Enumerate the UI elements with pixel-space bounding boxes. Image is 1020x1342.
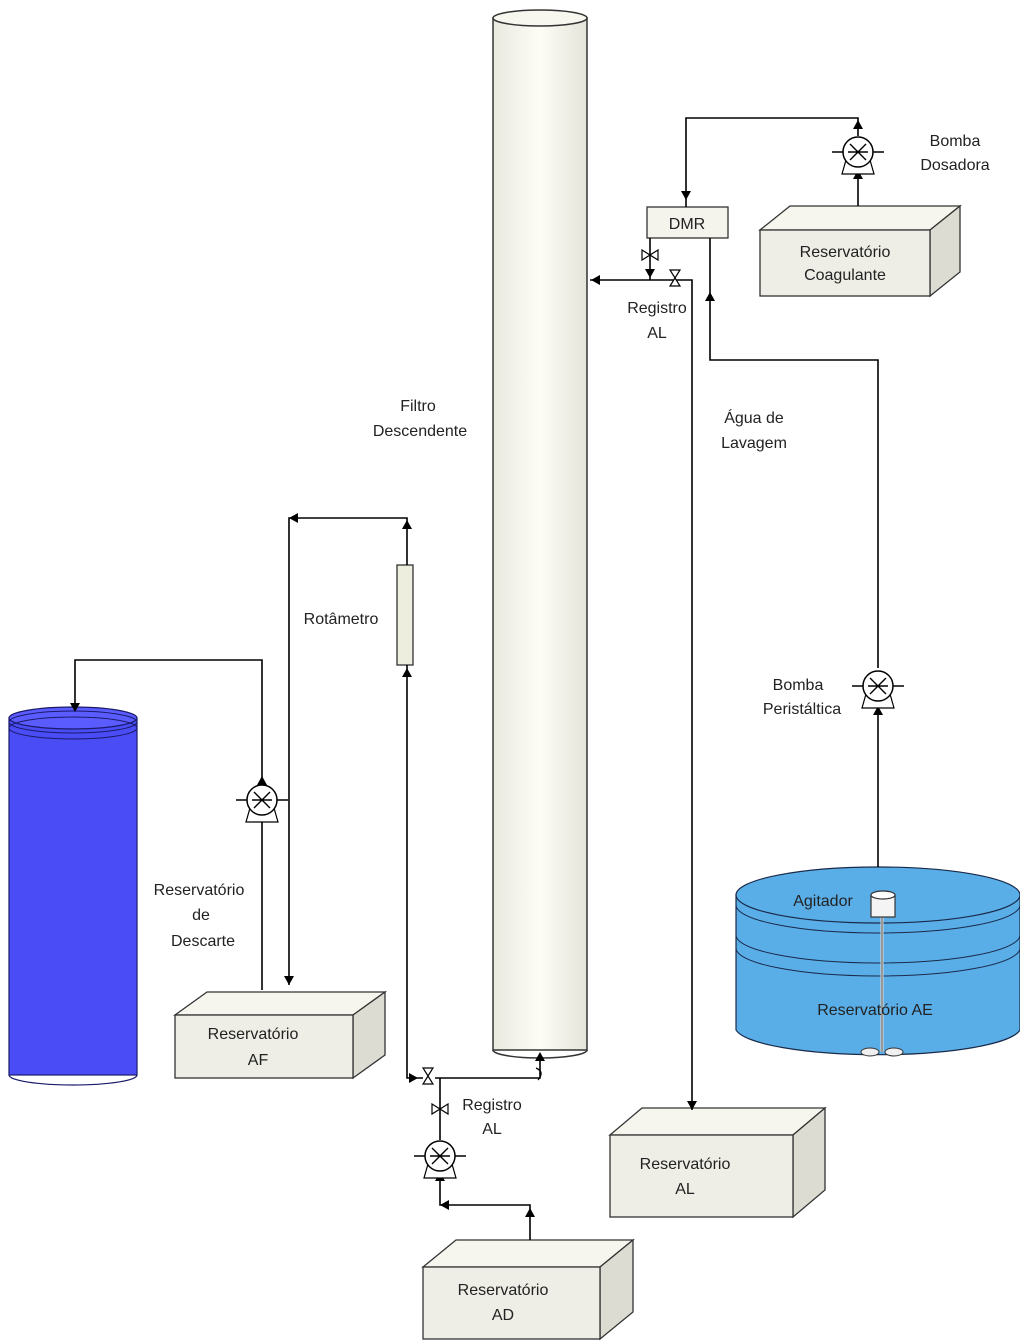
res-descarte-label-2: de [192,907,210,924]
bomba-peristaltica-label-2: Peristáltica [763,701,841,718]
filtro-label-2: Descendente [373,423,467,440]
bomba-dosadora-label-2: Dosadora [920,157,989,174]
res-al-label-1: Reservatório [640,1156,731,1173]
reservatorio-ad-box [421,1238,635,1341]
filtro-label-1: Filtro [400,398,436,415]
res-ae-label: Reservatório AE [817,1002,933,1019]
bomba-peristaltica-label-1: Bomba [773,677,824,694]
reservatorio-al-box [608,1106,827,1219]
pump-peristaltica [852,670,904,709]
res-ad-label-2: AD [492,1307,514,1324]
dmr-box [646,206,729,239]
reservatorio-coagulante-box [758,204,962,298]
registro-bottom-label-2: AL [482,1121,502,1138]
pump-discard [236,784,288,823]
discard-tank [8,706,138,1086]
valve-top-right [668,269,682,287]
pump-ad [414,1140,466,1179]
agitator [860,890,904,1057]
valve-bottom-right [431,1102,449,1116]
agua-lavagem-label-2: Lavagem [721,435,787,452]
res-coagulante-label-2: Coagulante [804,267,886,284]
registro-top-label-2: AL [647,325,667,342]
res-descarte-label-3: Descarte [171,933,235,950]
rotametro-label: Rotâmetro [304,611,379,628]
registro-top-label-1: Registro [627,300,687,317]
pump-dosadora [832,136,884,175]
res-af-label-1: Reservatório [208,1026,299,1043]
dmr-label: DMR [669,216,705,233]
rotameter [396,564,414,666]
res-coagulante-label-1: Reservatório [800,244,891,261]
flow-arrows [70,120,883,1217]
res-descarte-label-1: Reservatório [154,882,245,899]
agitador-label: Agitador [793,893,853,910]
reservatorio-af-box [172,990,388,1080]
res-af-label-2: AF [248,1052,269,1069]
res-al-label-2: AL [675,1181,695,1198]
agua-lavagem-label-1: Água de [724,408,784,427]
bomba-dosadora-label-1: Bomba [930,133,981,150]
valve-top-left [641,248,659,262]
valve-bottom-left [421,1067,435,1085]
filter-column [492,9,588,1059]
registro-bottom-label-1: Registro [462,1097,522,1114]
res-ad-label-1: Reservatório [458,1282,549,1299]
